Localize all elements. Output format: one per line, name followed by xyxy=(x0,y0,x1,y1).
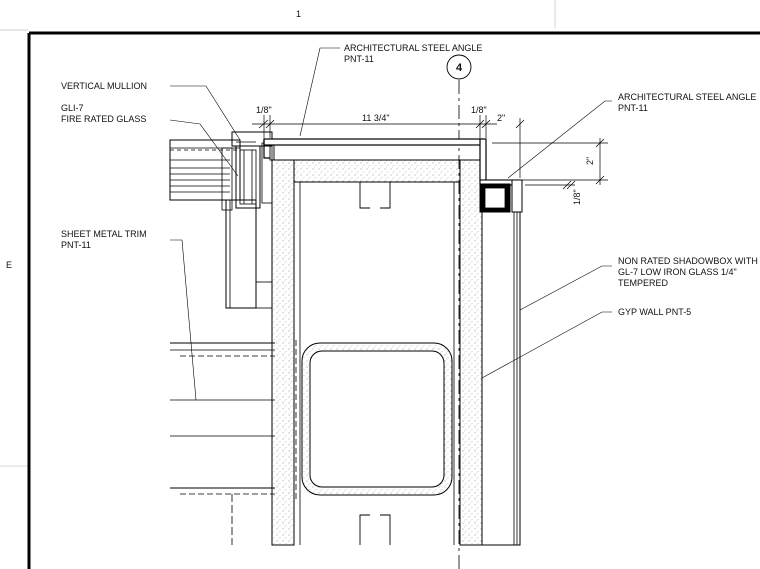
leader-lines xyxy=(169,47,612,401)
callout-steel-angle-right-line2: PNT-11 xyxy=(618,103,648,113)
shadowbox xyxy=(479,179,523,546)
dim-overall-width: 11 3/4" xyxy=(362,113,390,123)
callout-vertical-mullion: VERTICAL MULLION xyxy=(61,81,147,91)
callout-steel-angle-top-line1: ARCHITECTURAL STEEL ANGLE xyxy=(344,43,482,53)
steel-angle-cap xyxy=(263,138,487,182)
callout-steel-angle-right-line1: ARCHITECTURAL STEEL ANGLE xyxy=(618,92,756,102)
grid-bubble-label: 4 xyxy=(456,62,463,74)
callout-sheet-metal-trim-line2: PNT-11 xyxy=(61,240,91,250)
callout-fire-glass-line2: FIRE RATED GLASS xyxy=(61,114,146,124)
callout-shadowbox-line1: NON RATED SHADOWBOX WITH xyxy=(618,256,758,266)
callout-fire-glass-line1: GLI-7 xyxy=(61,103,84,113)
callout-sheet-metal-trim-line1: SHEET METAL TRIM xyxy=(61,229,147,239)
dim-height: 2" xyxy=(585,157,595,165)
dim-gap-right: 1/8" xyxy=(471,105,487,115)
grid-column-label: 1 xyxy=(296,9,301,19)
column-enclosure xyxy=(271,159,483,546)
callout-steel-angle-top-line2: PNT-11 xyxy=(344,54,374,64)
grid-bubble xyxy=(446,54,472,80)
steel-column xyxy=(301,342,453,496)
dim-projection: 2" xyxy=(497,113,505,123)
window-mullion-assembly xyxy=(169,131,273,309)
dim-reveal: 1/8" xyxy=(572,189,582,205)
grid-row-label: E xyxy=(6,260,12,270)
callout-shadowbox-line2: GL-7 LOW IRON GLASS 1/4" xyxy=(618,267,737,277)
dimension-lines xyxy=(252,115,608,190)
sheet-metal-trim xyxy=(170,342,275,545)
callout-gyp-wall: GYP WALL PNT-5 xyxy=(618,307,691,317)
dim-gap-left: 1/8" xyxy=(256,105,272,115)
callout-shadowbox-line3: TEMPERED xyxy=(618,278,669,288)
